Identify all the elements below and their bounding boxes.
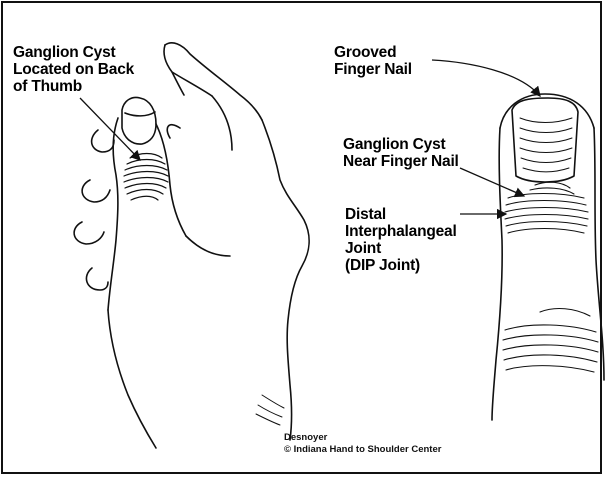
label-line: Grooved bbox=[334, 44, 412, 61]
leader-lines bbox=[80, 60, 540, 214]
label-line: Joint bbox=[345, 240, 457, 257]
label-line: Finger Nail bbox=[334, 61, 412, 78]
pip-crease-shading bbox=[503, 309, 598, 372]
label-grooved-nail: Grooved Finger Nail bbox=[334, 44, 412, 78]
label-line: Distal bbox=[345, 206, 457, 223]
label-line: Interphalangeal bbox=[345, 223, 457, 240]
grooved-nail-striations bbox=[520, 118, 572, 172]
thumb-hand-drawing bbox=[74, 43, 309, 448]
label-line: (DIP Joint) bbox=[345, 257, 457, 274]
credit-artist: Desnoyer bbox=[284, 432, 441, 444]
label-dip-joint: Distal Interphalangeal Joint (DIP Joint) bbox=[345, 206, 457, 274]
label-line: of Thumb bbox=[13, 78, 134, 95]
dip-joint-shading bbox=[505, 182, 588, 233]
label-line: Ganglion Cyst bbox=[343, 136, 459, 153]
label-line: Near Finger Nail bbox=[343, 153, 459, 170]
label-line: Located on Back bbox=[13, 61, 134, 78]
label-thumb-cyst: Ganglion Cyst Located on Back of Thumb bbox=[13, 44, 134, 95]
label-line: Ganglion Cyst bbox=[13, 44, 134, 61]
label-nail-cyst: Ganglion Cyst Near Finger Nail bbox=[343, 136, 459, 170]
nail-cyst-leader bbox=[460, 168, 524, 196]
thumb-cyst-shading bbox=[124, 154, 168, 201]
grooved-nail-leader bbox=[432, 60, 540, 96]
credit-organization: © Indiana Hand to Shoulder Center bbox=[284, 444, 441, 456]
image-credit: Desnoyer © Indiana Hand to Shoulder Cent… bbox=[284, 432, 441, 456]
